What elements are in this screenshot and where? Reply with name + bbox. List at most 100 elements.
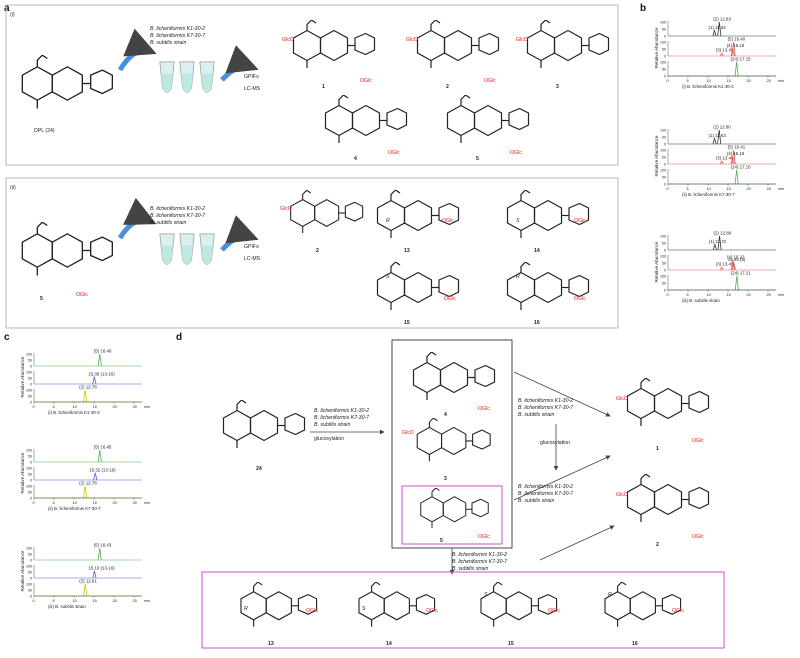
panel-a-ii: (ii) OGlc 5 B. licheniformis K1-30-2 B. …	[5, 177, 619, 329]
peak-label: (2) 12.83	[713, 17, 731, 22]
x-axis-label: min	[778, 187, 784, 191]
chromatogram-peak	[83, 485, 88, 499]
x-tick-label: 15	[93, 501, 97, 505]
stereo-r-label: R	[244, 606, 248, 612]
compound-1-structure	[626, 378, 710, 427]
stereo-s-label: S	[484, 592, 488, 598]
y-tick-label: 0	[30, 461, 32, 465]
compound-2-number: 2	[656, 542, 659, 548]
strain-k1-label: B. licheniformis K1-30-2	[518, 484, 573, 490]
y-tick-label: 100	[26, 353, 32, 357]
x-axis-label: min	[778, 79, 784, 83]
y-tick-label: 100	[26, 565, 32, 569]
peak-label: (3) 13.45	[716, 48, 734, 53]
oglc-label: OGlc	[672, 608, 684, 614]
glucosylation-label: glucosylation	[540, 440, 570, 446]
chromatogram-peak	[731, 149, 736, 165]
compound-5-number: 5	[476, 156, 479, 162]
chart-subtitle: (i) B. licheniformis K1-30-2	[682, 84, 734, 89]
chart-subtitle: (i) B. licheniformis K1-30-2	[48, 410, 100, 415]
strain-k7-label: B. licheniformis K7-30-7	[150, 213, 206, 219]
x-tick-label: 10	[73, 599, 77, 603]
peak-label: (4) 16.19	[727, 151, 745, 156]
x-tick-label: 0	[667, 79, 669, 83]
chromatogram-peak	[97, 449, 102, 463]
x-axis-label: min	[144, 405, 150, 409]
chart-subtitle: (ii) B. licheniformis K7-30-7	[682, 192, 735, 197]
oglc-label: OGlc	[692, 534, 704, 540]
peak-label: (2) 12.78	[79, 481, 97, 486]
y-tick-label: 50	[28, 377, 32, 381]
x-tick-label: 20	[747, 79, 751, 83]
strain-k1-label: B. licheniformis K1-30-2	[150, 26, 205, 32]
peak-label: (5) 16.45	[94, 445, 112, 450]
chromatogram-peak	[712, 136, 717, 145]
tube-icon	[159, 61, 175, 93]
x-tick-label: 15	[727, 293, 731, 297]
chromatogram-peak	[97, 547, 102, 561]
chromatogram-peak	[734, 275, 739, 291]
y-axis-label: Relative Abundance	[20, 550, 25, 591]
y-tick-label: 0	[30, 365, 32, 369]
strain-k7-label: B. licheniformis K7-30-7	[518, 491, 574, 497]
compound-3-structure	[416, 418, 491, 462]
compound-13-number: 13	[268, 641, 274, 647]
chromatogram-peak	[97, 353, 102, 367]
tube-icon	[179, 233, 195, 265]
y-tick-label: 50	[28, 553, 32, 557]
peak-label: (24) 17.16	[731, 165, 752, 170]
oglc-label: OGlc	[574, 218, 586, 224]
compound-3-number: 3	[444, 476, 447, 482]
compound-4-number: 4	[444, 412, 447, 418]
glco-label: GlcO	[616, 492, 628, 498]
compound-16-number: 16	[632, 641, 638, 647]
oglc-label: OGlc	[426, 608, 438, 614]
stereo-r-label: R	[608, 592, 612, 598]
panel-a-label: a	[4, 3, 10, 14]
stereo-r-label: R	[516, 274, 520, 280]
y-tick-label: 50	[28, 473, 32, 477]
chromatogram-peak	[712, 242, 717, 251]
oglc-label: OGlc	[306, 608, 318, 614]
strain-k1-label: B. licheniformis K1-30-2	[314, 408, 369, 414]
x-tick-label: 15	[93, 405, 97, 409]
peak-label: (2) 12.81	[79, 579, 97, 584]
oglc-label: OGlc	[388, 150, 400, 156]
chromatogram-peak	[734, 61, 739, 77]
glco-label: GlcO	[402, 430, 414, 436]
compound-14-number: 14	[386, 641, 392, 647]
stereo-r-label: R	[386, 218, 390, 224]
peak-label: 16.45 (5)	[728, 257, 746, 262]
lcms-label: LC-MS	[244, 256, 261, 262]
y-axis-label: Relative Abundance	[20, 452, 25, 493]
compound-15-number: 15	[404, 320, 410, 326]
compound-14-structure	[506, 190, 590, 239]
y-tick-label: 0	[30, 383, 32, 387]
compound-5-structure	[446, 95, 530, 144]
compound-15-structure	[376, 262, 460, 311]
chromatogram-peak	[93, 472, 98, 481]
peak-label: (5) 16.41	[728, 145, 746, 150]
chromatogram-peak	[83, 583, 88, 597]
x-axis-label: min	[144, 501, 150, 505]
y-tick-label: 100	[660, 129, 666, 133]
chromatogram-peak	[719, 266, 724, 271]
chromatogram-peak	[712, 28, 717, 37]
compound-5-structure	[420, 488, 489, 529]
compound-2-number: 2	[316, 248, 319, 254]
y-tick-label: 100	[660, 275, 666, 279]
strain-k7-label: B. licheniformis K7-30-7	[314, 415, 370, 421]
y-tick-label: 100	[26, 485, 32, 489]
x-tick-label: 20	[113, 501, 117, 505]
x-tick-label: 15	[727, 79, 731, 83]
x-tick-label: 25	[133, 501, 137, 505]
panel-b-label: b	[640, 3, 646, 14]
x-tick-label: 15	[727, 187, 731, 191]
y-tick-label: 100	[26, 449, 32, 453]
x-tick-label: 10	[73, 501, 77, 505]
y-tick-label: 0	[664, 163, 666, 167]
compound-1-number: 1	[656, 446, 659, 452]
